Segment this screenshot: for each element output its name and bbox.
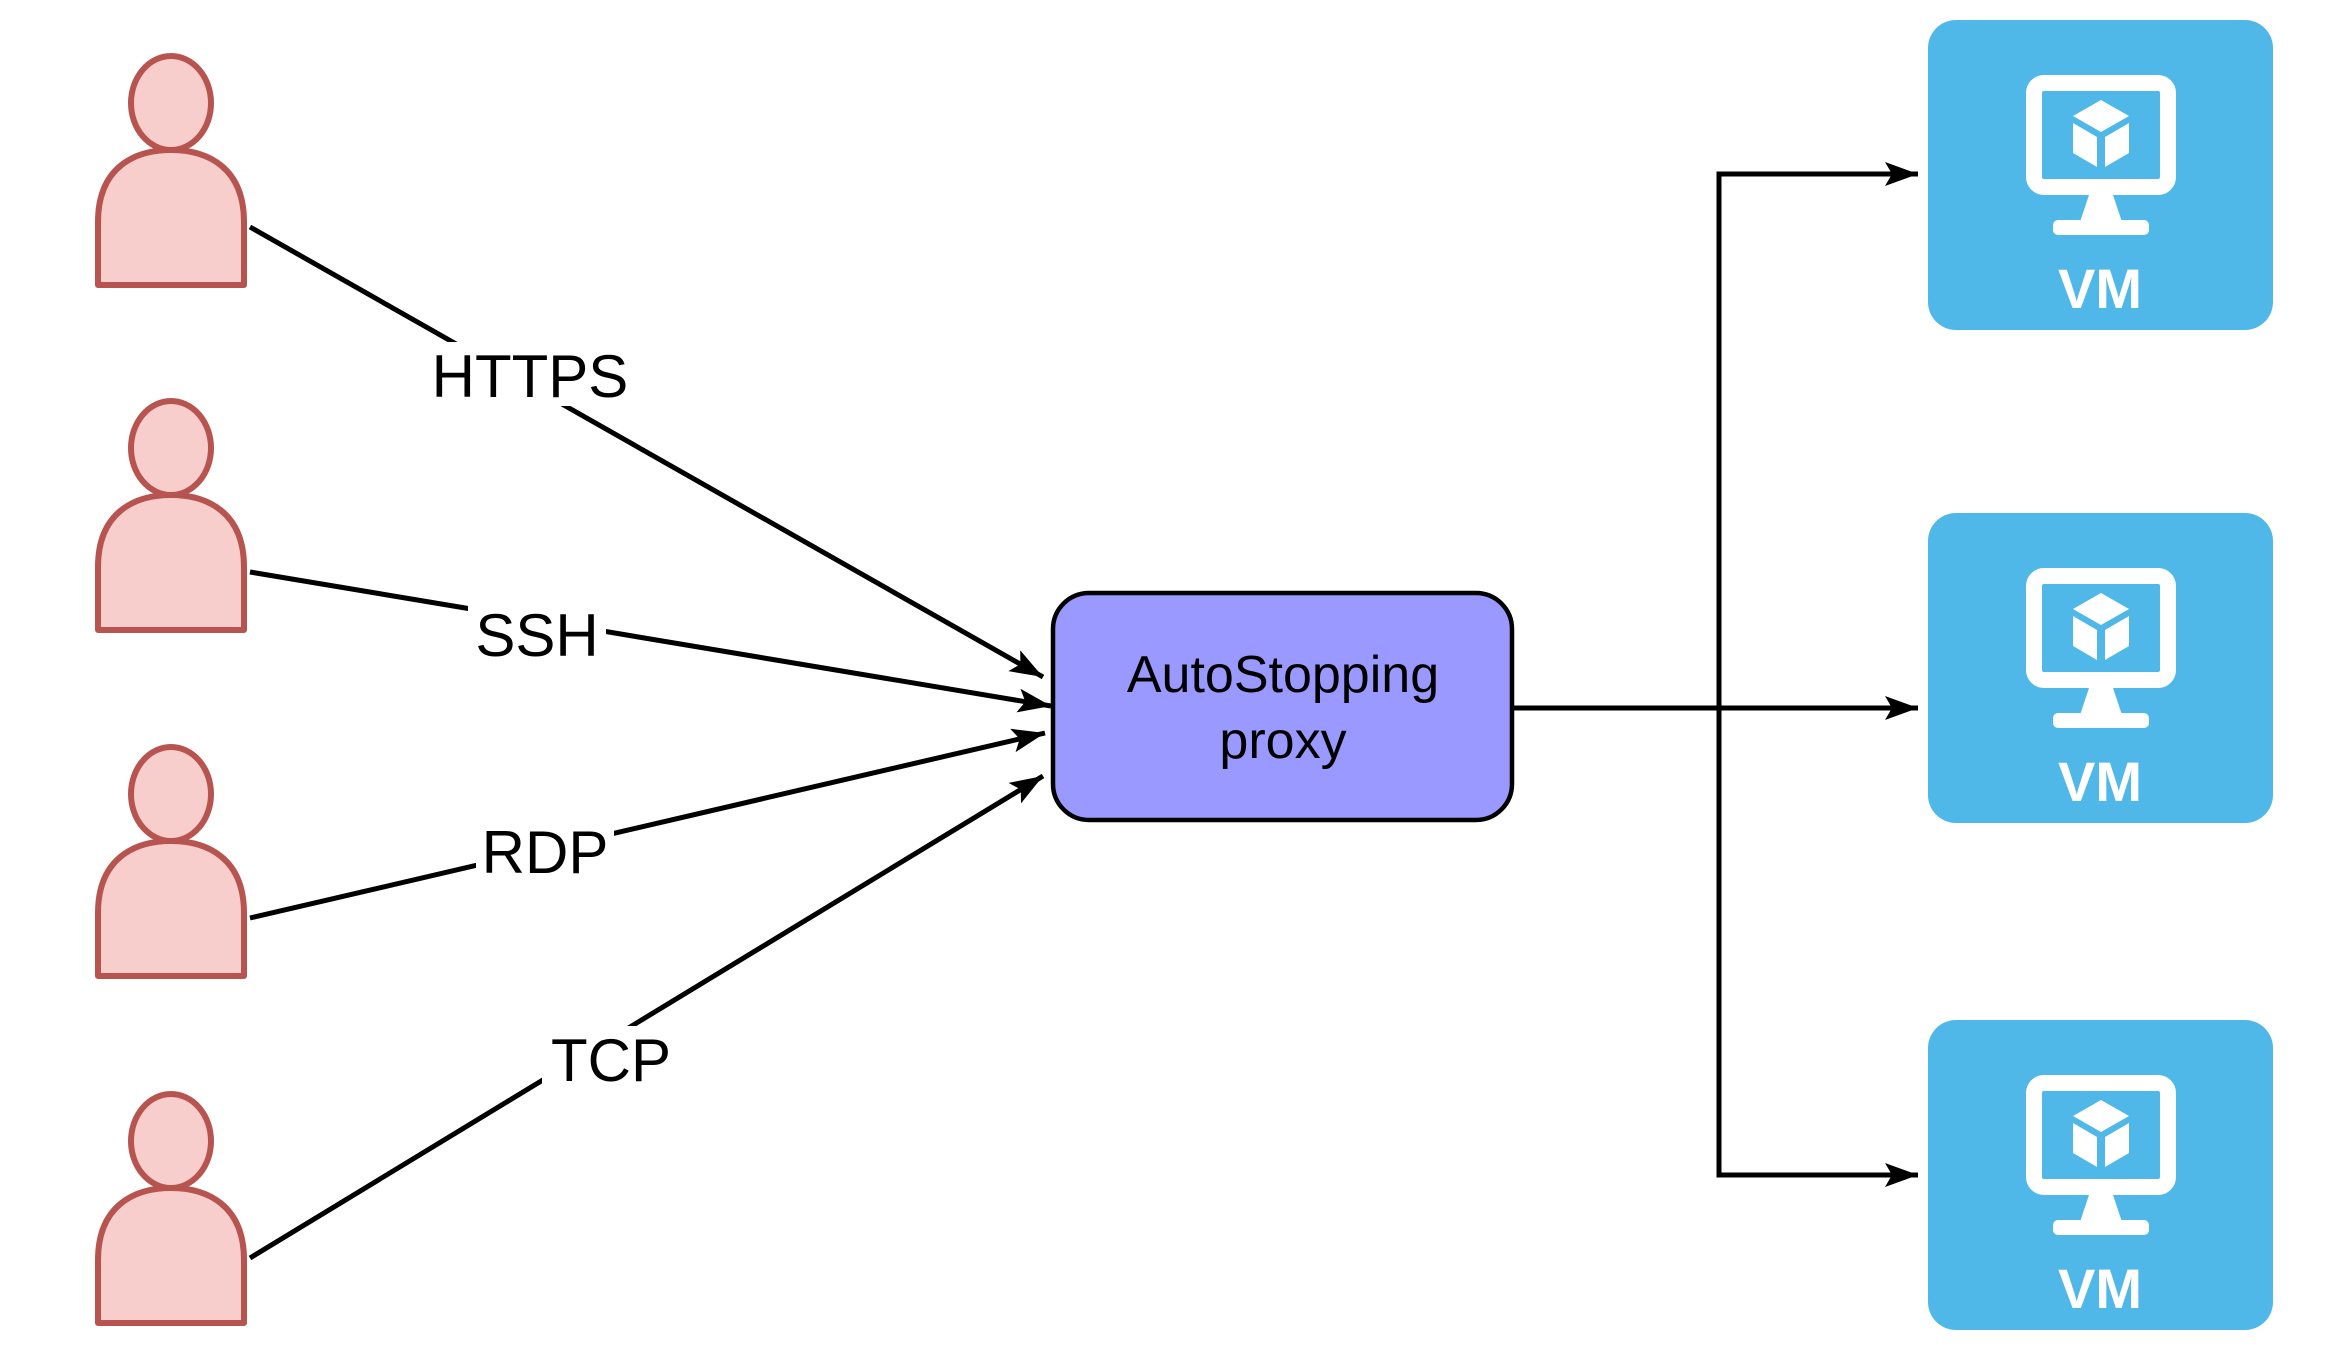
- edge-ssh-label-bg: [468, 601, 606, 665]
- edge-labels: HTTPS SSH RDP TCP: [426, 342, 680, 1094]
- vm-node-2: VM: [1928, 513, 2273, 823]
- vm-box: [1928, 513, 2273, 823]
- vm-box: [1928, 20, 2273, 330]
- connector-bottom-vm: [1716, 708, 1918, 1187]
- edge-https-label: HTTPS: [432, 343, 629, 410]
- user-icon: [98, 401, 244, 630]
- user-icon: [98, 747, 244, 976]
- vm-box: [1928, 1020, 2273, 1330]
- edge-ssh-label: SSH: [475, 602, 598, 669]
- edge-rdp-label: RDP: [482, 819, 609, 886]
- user-nodes: [98, 56, 244, 1323]
- proxy-to-vm-connectors: [1513, 162, 1918, 1187]
- vm-label: VM: [2058, 1257, 2142, 1320]
- user-icon: [98, 56, 244, 285]
- edge-ssh-line: [249, 569, 1052, 713]
- user-icon: [98, 1094, 244, 1323]
- edge-tcp-label: TCP: [551, 1027, 671, 1094]
- edge-tcp-line: [248, 773, 1045, 1261]
- vm-node-1: VM: [1928, 20, 2273, 330]
- proxy-node: AutoStopping proxy: [1050, 590, 1515, 823]
- proxy-label-line2: proxy: [1219, 712, 1346, 770]
- edge-lines: [248, 224, 1052, 1261]
- vm-node-3: VM: [1928, 1020, 2273, 1330]
- edge-https-line: [248, 224, 1045, 680]
- edge-rdp-line: [249, 728, 1046, 921]
- edge-tcp-label-bg: [542, 1026, 680, 1090]
- vm-label: VM: [2058, 257, 2142, 320]
- edge-https-label-bg: [426, 342, 636, 406]
- connector-top-vm: [1716, 162, 1918, 708]
- proxy-box: [1050, 590, 1515, 823]
- edge-rdp-label-bg: [476, 818, 614, 882]
- vm-label: VM: [2058, 750, 2142, 813]
- proxy-label-line1: AutoStopping: [1127, 646, 1439, 704]
